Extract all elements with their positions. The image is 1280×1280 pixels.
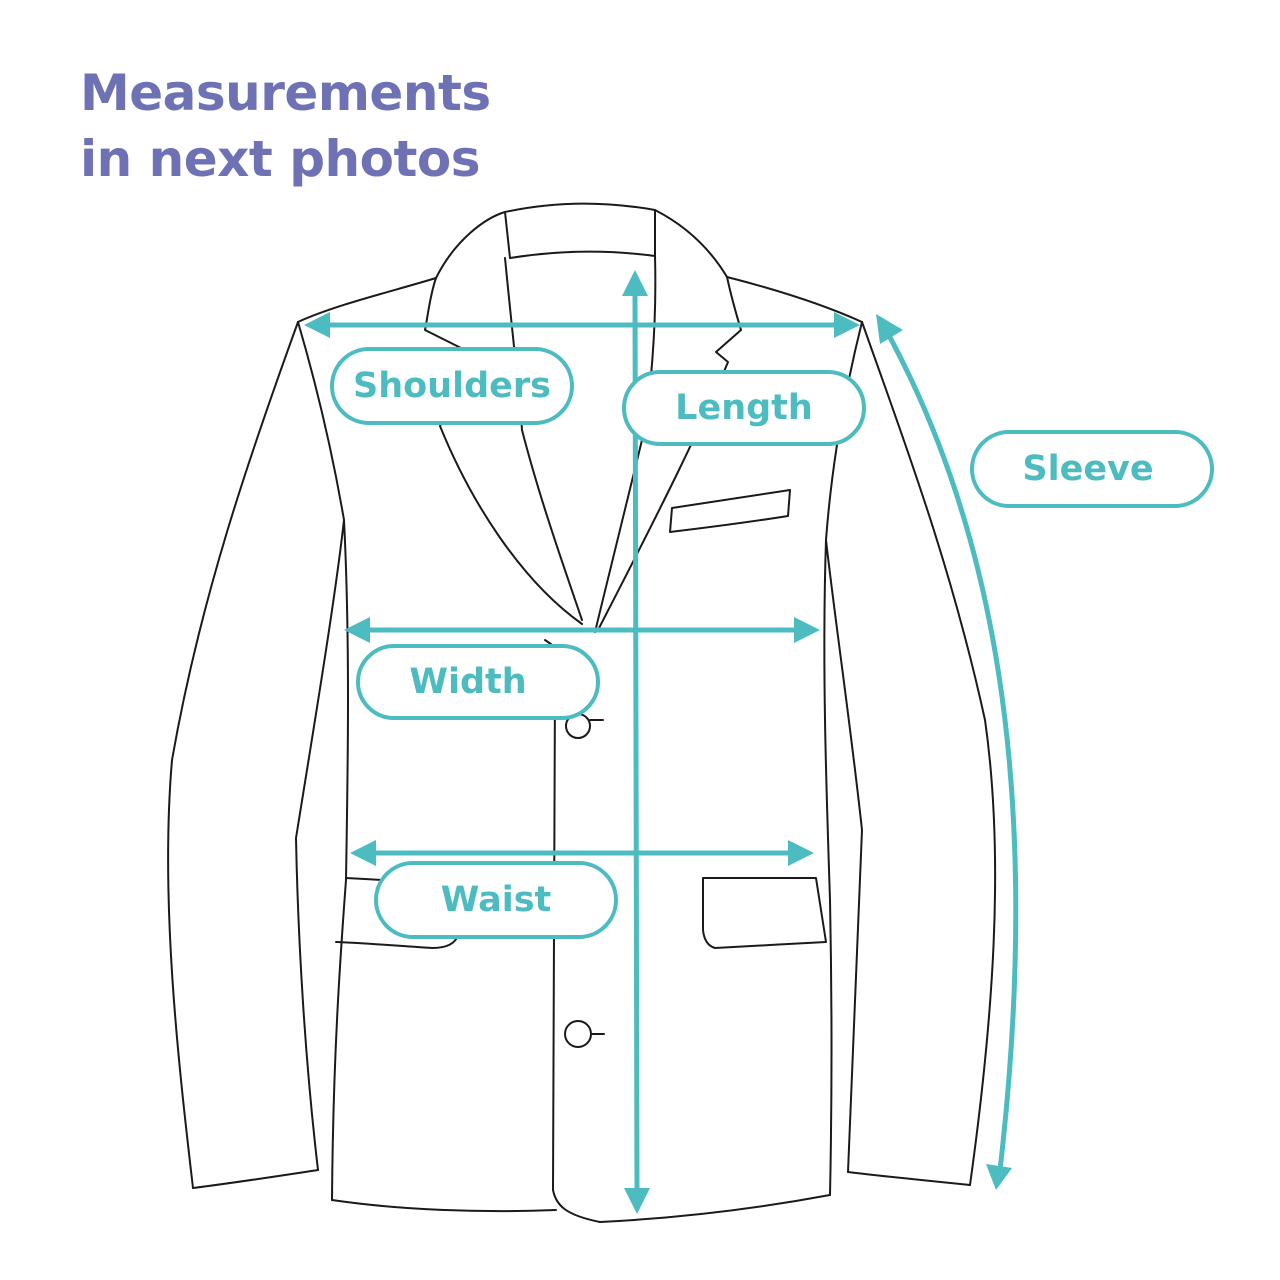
width-arrowhead-right-icon [794,617,820,643]
shoulders-arrow [304,312,860,338]
width-label: Width [356,644,600,720]
sleeve-arrowhead-bottom-icon [986,1164,1012,1190]
left-lapel-roll [504,257,583,621]
collar-stand-left [504,211,511,259]
left-sleeve-inner [295,519,345,1171]
page-title: Measurements in next photos [80,60,491,192]
length-arrowhead-top-icon [622,270,648,296]
shoulders-label: Shoulders [330,347,574,425]
left-sleeve-cuff [192,1169,319,1189]
right-shoulder-line [726,276,863,323]
front-opening [552,679,601,1223]
collar-inner-line [509,250,656,259]
right-hip-pocket [702,876,827,949]
right-armhole [823,321,863,1196]
length-label-text: Length [675,388,813,428]
left-lapel [424,277,583,625]
hem-right [599,1194,831,1223]
left-armhole [297,321,349,1201]
shoulders-arrowhead-left-icon [304,312,330,338]
waist-arrow [350,840,814,866]
collar-outline [435,202,728,279]
sleeve-arrow [876,314,1019,1190]
waist-arrowhead-left-icon [350,840,376,866]
chest-pocket [669,489,791,533]
right-lapel [597,276,742,631]
title-line-1: Measurements [80,64,491,122]
waist-label: Waist [374,861,618,939]
right-sleeve-inner [825,539,863,1173]
bottom-button-icon [564,1020,592,1048]
title-line-2: in next photos [80,130,480,188]
waist-label-text: Waist [441,880,552,920]
width-arrowhead-left-icon [344,617,370,643]
hem-left [331,1199,557,1213]
shoulders-label-text: Shoulders [353,366,551,406]
shoulders-arrowhead-right-icon [834,312,860,338]
sleeve-label-text: Sleeve [1022,449,1153,489]
measurement-arrows [304,270,1019,1214]
sleeve-label: Sleeve [970,430,1214,508]
width-label-text: Width [409,662,526,702]
length-arrowhead-bottom-icon [624,1188,650,1214]
width-arrow [344,617,820,643]
length-label: Length [622,370,866,446]
left-sleeve-outer [167,321,299,1189]
sleeve-arrowhead-top-icon [876,314,903,344]
waist-arrowhead-right-icon [788,840,814,866]
right-sleeve-cuff [847,1171,971,1186]
length-arrow [622,270,650,1214]
right-sleeve-outer [861,321,997,1186]
left-shoulder-line [297,277,437,323]
